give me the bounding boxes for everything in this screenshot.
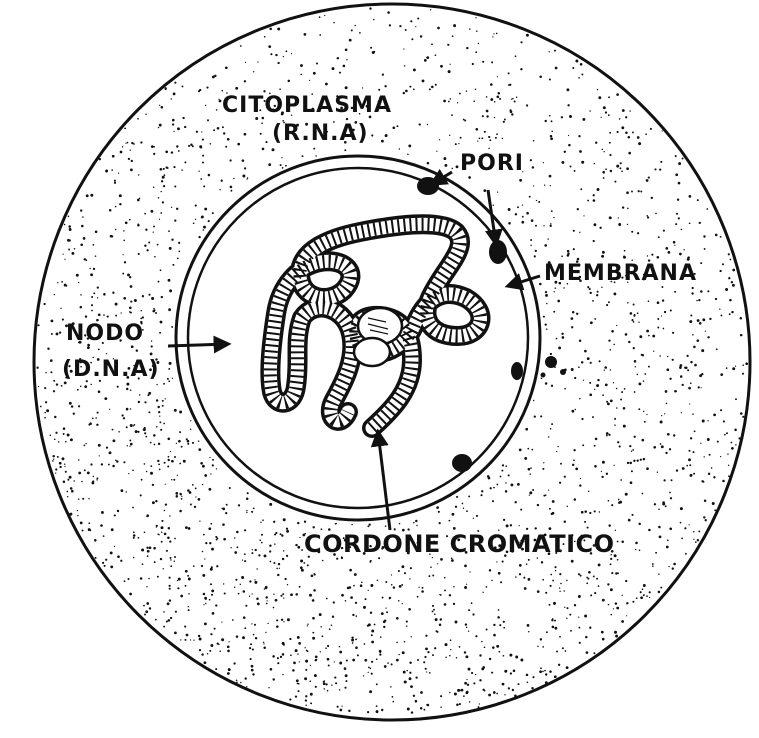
cytoplasm-label: CITOPLASMA xyxy=(222,93,392,118)
membrane-label: MEMBRANA xyxy=(544,261,697,286)
pores-label: PORI xyxy=(460,151,524,176)
chromatin-label: CORDONE CROMATICO xyxy=(304,530,615,558)
pore xyxy=(417,177,439,195)
nucleus-label: NODO xyxy=(66,321,144,346)
pore xyxy=(511,362,523,380)
pore xyxy=(489,240,507,264)
nucleus-arrow xyxy=(168,344,228,346)
nucleus-sub-label: (D.N.A) xyxy=(62,357,160,382)
pore xyxy=(452,454,472,472)
cytoplasm-sub-label: (R.N.A) xyxy=(272,121,369,146)
